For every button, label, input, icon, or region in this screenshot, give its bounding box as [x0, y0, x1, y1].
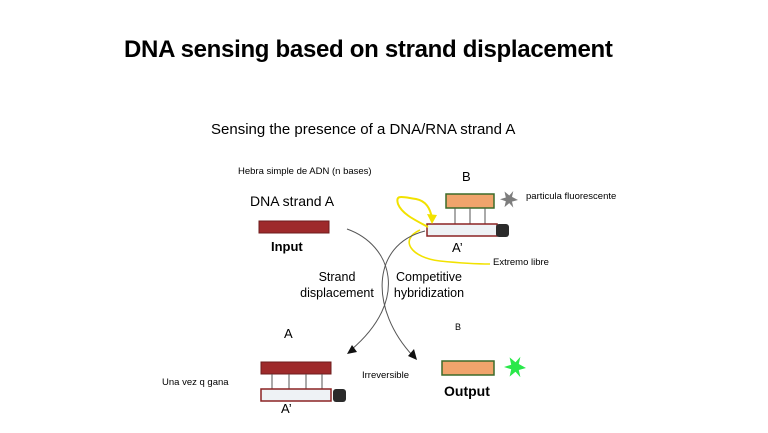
quencher-bottom — [333, 389, 346, 402]
annotation-irreversible: Irreversible — [362, 370, 409, 381]
label-dna-strand-a: DNA strand A — [250, 193, 335, 209]
annotation-particula: particula fluorescente — [526, 191, 617, 202]
input-strand-a — [258, 220, 330, 234]
annotation-una-vez: Una vez q gana — [162, 377, 229, 388]
label-a-bottom: A — [284, 326, 293, 341]
label-strand-displacement: Strand displacement — [300, 270, 374, 300]
strand-a-bottom — [260, 361, 332, 375]
diagram-subtitle: Sensing the presence of a DNA/RNA strand… — [211, 121, 516, 138]
strand-aprime-bottom — [260, 388, 332, 402]
strand-b-top — [445, 193, 495, 209]
label-b-top: B — [462, 169, 471, 184]
strand-b-bottom — [441, 360, 495, 376]
label-b-bottom: B — [455, 322, 462, 332]
competitive-hybridization-arrow — [381, 230, 426, 357]
free-end-pointer — [408, 229, 491, 265]
strand-displacement-arrowhead — [347, 345, 357, 354]
label-competitive-hybridization: Competitive hybridization — [393, 270, 465, 300]
free-end-annotation-curve — [396, 196, 433, 228]
annotation-hebra: Hebra simple de ADN (n bases) — [238, 166, 372, 177]
free-end-arrowhead — [427, 214, 437, 224]
label-aprime-bottom: A’ — [281, 401, 292, 416]
quencher-top — [496, 224, 509, 237]
complex-b-aprime — [426, 191, 518, 237]
label-output: Output — [444, 383, 490, 399]
strand-displacement-arrow — [346, 228, 389, 351]
complex-a-aprime — [260, 361, 346, 402]
slide-title: DNA sensing based on strand displacement — [124, 36, 613, 63]
annotation-extremo: Extremo libre — [493, 257, 549, 268]
strand-aprime-top — [426, 223, 498, 237]
label-aprime-top: A’ — [452, 240, 463, 255]
output-strand-b — [441, 356, 526, 378]
fluorescent-particle — [504, 356, 526, 378]
competitive-hybridization-arrowhead — [408, 349, 417, 360]
quenched-particle — [500, 191, 518, 208]
label-input: Input — [271, 239, 303, 254]
